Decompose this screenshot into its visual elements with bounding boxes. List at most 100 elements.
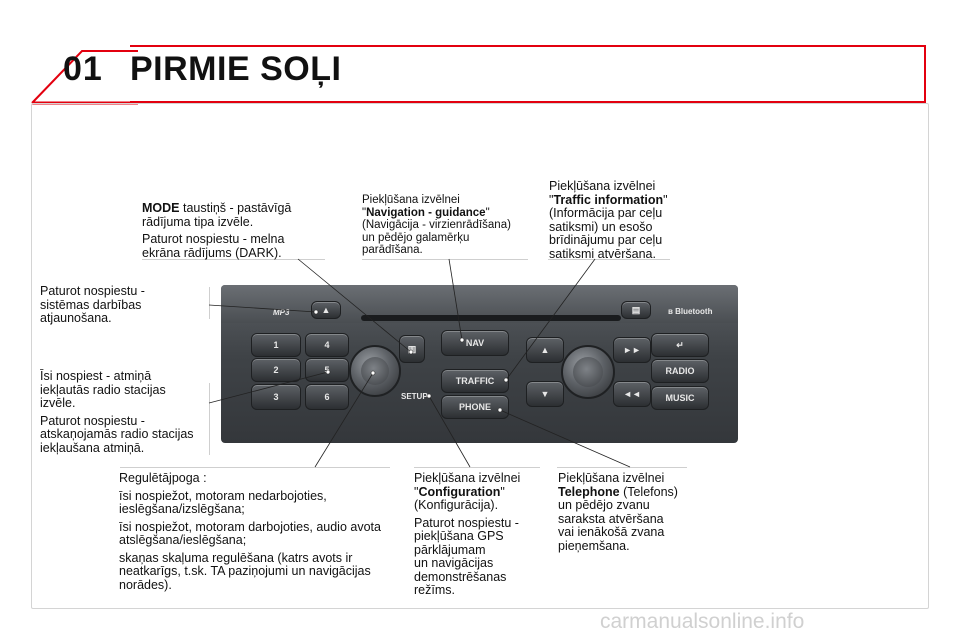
traffic-bold: Traffic information	[553, 192, 664, 207]
radio-button[interactable]: RADIO	[651, 359, 709, 383]
traffic-button[interactable]: TRAFFIC	[441, 369, 509, 393]
callout-volume: Regulētājpoga : īsi nospiežot, motoram n…	[119, 471, 399, 596]
volume-p4-line2: neatkarīgs, t.sk. TA paziņojumi un navig…	[119, 564, 371, 578]
leader-mode	[297, 258, 412, 353]
volume-p4-line3: norādes).	[119, 577, 172, 592]
nav-quote-open: "	[362, 206, 367, 219]
prev-button[interactable]: ◄◄	[613, 381, 651, 407]
nav-button[interactable]: NAV	[441, 330, 509, 356]
config-p2-line5: demonstrēšanas	[414, 569, 507, 584]
presets-p2-line1: Paturot nospiestu -	[40, 413, 145, 428]
bluetooth-label: ʙ Bluetooth	[668, 307, 713, 316]
mp3-label: MP3	[273, 308, 290, 317]
callout-config: Piekļūšana izvēlnei "Configuration" (Kon…	[414, 471, 549, 602]
up-arrow-button[interactable]: ▲	[526, 337, 564, 363]
dot-phone	[497, 407, 503, 413]
radio-panel: MP3 ▲ ▤ ʙ Bluetooth 1 4 2 5 3 6 ▥ SETUP …	[221, 285, 738, 443]
mode-p2-line2: ekrāna rādījums (DARK).	[142, 245, 282, 260]
phone-button[interactable]: PHONE	[441, 395, 509, 419]
presets-p2-line3: iekļaušana atmiņā.	[40, 440, 145, 455]
volume-p2-line1: īsi nospiežot, motoram nedarbojoties,	[119, 488, 327, 503]
callout-nav: Piekļūšana izvēlnei "Navigation - guidan…	[362, 194, 532, 257]
nav-bold: Navigation - guidance	[366, 206, 486, 219]
leader-phone	[499, 409, 631, 468]
nav-quote-close: "	[485, 206, 490, 219]
preset-1-button[interactable]: 1	[251, 333, 301, 357]
phone-bold: Telephone	[558, 484, 620, 499]
reset-line3: atjaunošana.	[40, 311, 112, 325]
page-title: PIRMIE SOĻI	[130, 50, 342, 88]
preset-2-button[interactable]: 2	[251, 358, 301, 382]
rule-config	[414, 467, 540, 468]
volume-knob-center	[361, 357, 389, 385]
setup-label: SETUP	[401, 392, 428, 401]
presets-line3: izvēle.	[40, 396, 76, 410]
config-bold: Configuration	[418, 484, 501, 499]
phone-line6: pieņemšana.	[558, 538, 630, 553]
phone-line2: (Telefons)	[619, 484, 678, 499]
config-quote-open: "	[414, 484, 419, 499]
volume-line1: Regulētājpoga :	[119, 471, 207, 485]
down-arrow-button[interactable]: ▼	[526, 381, 564, 407]
volume-p2-line2: ieslēgšana/izslēgšana;	[119, 502, 245, 516]
config-line3: (Konfigurācija).	[414, 498, 499, 512]
rule-volume	[120, 467, 390, 468]
traffic-line4: satiksmi) un esošo	[549, 219, 653, 234]
nav-line1: Piekļūšana izvēlnei	[362, 194, 460, 206]
config-quote-close: "	[500, 484, 505, 499]
callout-traffic: Piekļūšana izvēlnei "Traffic information…	[549, 179, 689, 261]
config-p2-line1: Paturot nospiestu -	[414, 515, 519, 530]
music-button[interactable]: MUSIC	[651, 386, 709, 410]
phone-line3: un pēdējo zvanu	[558, 498, 650, 512]
mode-button[interactable]: ▥	[399, 335, 425, 363]
preset-3-button[interactable]: 3	[251, 384, 301, 410]
traffic-line3: (Informācija par ceļu	[549, 206, 663, 220]
dot-volume	[370, 370, 376, 376]
watermark: carmanualsonline.info	[600, 610, 805, 633]
traffic-line1: Piekļūšana izvēlnei	[549, 179, 656, 193]
callout-presets: Īsi nospiest - atmiņā iekļautās radio st…	[40, 369, 208, 459]
selector-knob[interactable]	[561, 345, 615, 399]
chapter-number: 01	[63, 50, 103, 88]
back-button[interactable]: ↵	[651, 333, 709, 357]
eject-warning-button[interactable]: ▲	[311, 301, 341, 319]
config-p2-line3: pārklājumam	[414, 542, 486, 557]
traffic-quote-open: "	[549, 192, 554, 207]
bluetooth-text: Bluetooth	[675, 307, 713, 316]
dot-traffic	[503, 377, 509, 383]
nav-line3: (Navigācija - virzienrādīšana)	[362, 219, 511, 231]
leader-config	[428, 395, 471, 468]
traffic-quote-close: "	[663, 192, 668, 207]
reset-line2: sistēmas darbības	[40, 297, 142, 312]
leader-reset	[208, 304, 317, 313]
nav-line5: parādīšana.	[362, 244, 423, 256]
mode-p2-line1: Paturot nospiestu - melna	[142, 232, 285, 246]
volume-p3-line1: īsi nospiežot, motoram darbojoties, audi…	[119, 519, 381, 534]
leader-presets	[208, 371, 329, 404]
mode-bold: MODE	[142, 201, 180, 215]
callout-mode: MODE taustiņš - pastāvīgā rādījuma tipa …	[142, 201, 332, 264]
cd-eject-button[interactable]: ▤	[621, 301, 651, 319]
rule-presets	[209, 383, 210, 455]
rule-reset	[209, 287, 210, 319]
dot-nav	[459, 337, 465, 343]
preset-6-button[interactable]: 6	[305, 384, 349, 410]
rule-phone	[557, 467, 687, 468]
volume-knob[interactable]	[349, 345, 401, 397]
preset-4-button[interactable]: 4	[305, 333, 349, 357]
leader-nav	[448, 258, 463, 341]
nav-line4: un pēdējo galamērķu	[362, 231, 470, 244]
traffic-line6: satiksmi atvēršana.	[549, 246, 656, 261]
phone-line5: vai ienākošā zvana	[558, 525, 665, 539]
traffic-line5: brīdinājumu par ceļu	[549, 233, 663, 247]
phone-line4: saraksta atvēršana	[558, 511, 664, 526]
config-line1: Piekļūšana izvēlnei	[414, 471, 521, 485]
content-frame	[31, 103, 929, 609]
next-button[interactable]: ►►	[613, 337, 651, 363]
header-rule	[130, 45, 926, 103]
mode-line2: rādījuma tipa izvēle.	[142, 214, 254, 229]
rule-mode	[142, 259, 325, 260]
dot-reset	[313, 309, 319, 315]
selector-knob-center	[573, 357, 603, 387]
